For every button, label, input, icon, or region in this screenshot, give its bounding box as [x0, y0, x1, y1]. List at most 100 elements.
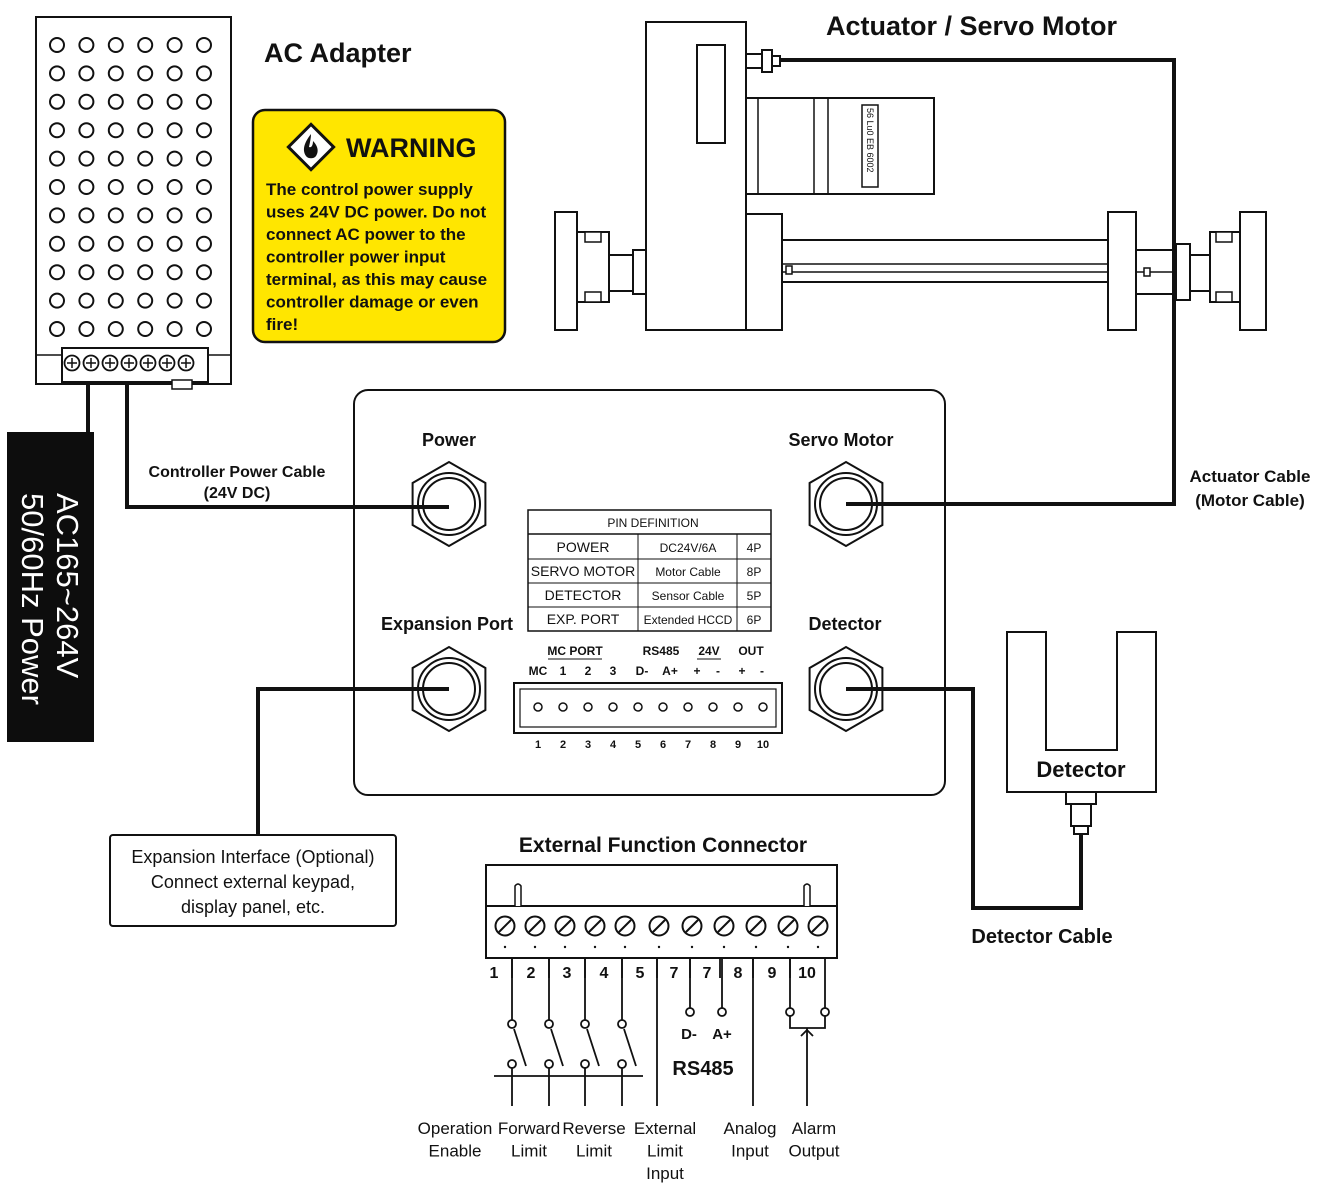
actuator-cable-label: Actuator Cable: [1190, 467, 1311, 486]
external-screws: [494, 915, 829, 949]
power-port: [411, 460, 487, 548]
terminal-sub-label: D-: [636, 664, 649, 678]
detector-cable: [846, 687, 1083, 910]
actuator: Actuator / Servo Motor 56 Lu0 EB 6002: [554, 11, 1267, 331]
pin-table-cell: 4P: [747, 541, 762, 555]
actuator-title: Actuator / Servo Motor: [826, 11, 1118, 41]
external-pin-number: 5: [636, 965, 645, 982]
warning-line: controller power input: [266, 248, 446, 267]
terminal-pin-number: 3: [585, 739, 591, 751]
function-label: Input: [646, 1164, 684, 1183]
detector-cable-label: Detector Cable: [971, 926, 1112, 948]
expansion-interface-box: Expansion Interface (Optional) Connect ex…: [109, 834, 397, 927]
function-label: Enable: [429, 1142, 482, 1161]
warning-line: uses 24V DC power. Do not: [266, 203, 486, 222]
terminal-sub-label: -: [760, 664, 764, 678]
function-label: Output: [788, 1142, 839, 1161]
expansion-cable: [256, 687, 449, 835]
function-label: External: [634, 1119, 696, 1138]
function-label: Analog: [724, 1119, 777, 1138]
out-group-label: OUT: [738, 644, 764, 658]
detector-title: Detector: [1036, 757, 1126, 782]
expansion-text: Expansion Interface (Optional) Connect ex…: [131, 847, 374, 917]
terminal-screws: [63, 354, 195, 372]
terminal-pin: [733, 702, 743, 712]
warning-line: fire!: [266, 315, 298, 334]
rs485-a-label: A+: [712, 1026, 732, 1043]
detector: Detector: [1006, 631, 1157, 835]
external-pin-number: 8: [734, 965, 743, 982]
terminal-pin-number: 7: [685, 739, 691, 751]
external-pin-number: 7: [670, 965, 679, 982]
pin-table-header: PIN DEFINITION: [607, 516, 698, 530]
external-pin-number: 2: [527, 965, 536, 982]
terminal-pin-number: 1: [535, 739, 541, 751]
terminal-pin: [633, 702, 643, 712]
terminal-sub-label: 3: [610, 664, 617, 678]
pin-table-cell: EXP. PORT: [547, 611, 620, 627]
external-pin-number: 10: [798, 965, 816, 982]
ac-power-voltage: AC165~264V: [50, 493, 85, 679]
controller-power-cable-label: Controller Power Cable: [149, 464, 326, 481]
external-pin-number: 9: [768, 965, 777, 982]
pin-table-cell: 6P: [747, 613, 762, 627]
terminal-sub-label: A+: [662, 664, 678, 678]
fire-hazard-icon: [286, 122, 336, 172]
expansion-line: Expansion Interface (Optional): [131, 847, 374, 867]
terminal-sub-labels: MC 1 2 3 D- A+ + - + -: [529, 664, 764, 678]
function-label: Input: [731, 1142, 769, 1161]
rs485-d-label: D-: [681, 1026, 697, 1043]
terminal-sub-label: +: [693, 664, 700, 678]
controller-power-cable-sublabel: (24V DC): [204, 485, 271, 502]
terminal-pin: [558, 702, 568, 712]
terminal-pin-number: 5: [635, 739, 641, 751]
pin-table-cell: 5P: [747, 589, 762, 603]
warning-line: connect AC power to the: [266, 225, 466, 244]
external-wiring: [494, 958, 830, 1106]
terminal-pin-number: 10: [757, 739, 769, 751]
external-pin-number: 7: [703, 965, 712, 982]
warning-line: terminal, as this may cause: [266, 270, 487, 289]
external-connector-title: External Function Connector: [519, 834, 807, 857]
function-label: Forward: [498, 1119, 560, 1138]
function-label: Reverse: [562, 1119, 625, 1138]
function-label: Limit: [576, 1142, 612, 1161]
function-label: Operation: [418, 1119, 493, 1138]
terminal-sub-label: -: [716, 664, 720, 678]
function-label: Limit: [647, 1142, 683, 1161]
warning-line: controller damage or even: [266, 293, 479, 312]
pin-table-cell: Sensor Cable: [652, 589, 725, 603]
actuator-cable-sublabel: (Motor Cable): [1195, 491, 1305, 510]
function-label: Alarm: [792, 1119, 836, 1138]
ac-power-block: AC165~264V 50/60Hz Power: [7, 384, 94, 742]
terminal-pin: [758, 702, 768, 712]
port-servo-label: Servo Motor: [788, 430, 893, 450]
function-label: Limit: [511, 1142, 547, 1161]
terminal-pin: [708, 702, 718, 712]
terminal-sub-label: 1: [560, 664, 567, 678]
terminal-sub-label: MC: [529, 664, 548, 678]
pin-table-cell: Motor Cable: [655, 565, 721, 579]
24v-group-label: 24V: [698, 644, 719, 658]
terminal-pin: [608, 702, 618, 712]
vent-holes: [49, 37, 212, 337]
terminal-pin: [683, 702, 693, 712]
port-detector-label: Detector: [808, 614, 881, 634]
ac-adapter-title: AC Adapter: [264, 38, 412, 68]
pin-table-cell: Extended HCCD: [644, 613, 733, 627]
terminal-sub-label: +: [738, 664, 745, 678]
terminal-sub-label: 2: [585, 664, 592, 678]
port-power-label: Power: [422, 430, 476, 450]
ac-adapter: AC Adapter: [35, 16, 412, 390]
terminal-pin-number: 2: [560, 739, 566, 751]
controller: Power Servo Motor Expansion Port Detecto…: [353, 389, 946, 796]
expansion-line: Connect external keypad,: [151, 872, 355, 892]
external-pin-number: 3: [563, 965, 572, 982]
expansion-line: display panel, etc.: [181, 897, 325, 917]
pin-table-cell: DC24V/6A: [660, 541, 717, 555]
rs485-group-label: RS485: [643, 644, 680, 658]
